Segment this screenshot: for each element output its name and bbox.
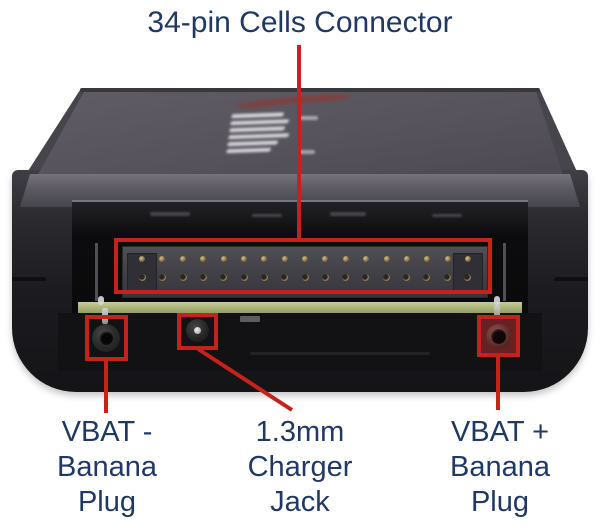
connector-pin <box>199 274 207 281</box>
connector-pin <box>200 256 207 262</box>
connector-pin <box>220 256 227 262</box>
connector-pin <box>220 274 228 281</box>
case-vent-slot <box>250 352 430 355</box>
connector-pin <box>301 274 309 281</box>
connector-pin <box>260 274 268 281</box>
case-seam <box>12 277 46 281</box>
connector-pin <box>281 256 288 262</box>
charger-jack-label: 1.3mm Charger Jack <box>248 415 353 520</box>
connector-pin <box>302 256 308 262</box>
pcb-standoff-pin <box>95 243 98 301</box>
vbat-plus-label-line1: VBAT + <box>450 416 550 448</box>
vbat-plus-highlight-box <box>477 315 520 357</box>
pcb-screw <box>98 296 104 305</box>
connector-pin <box>342 256 349 262</box>
recess-reflection <box>252 214 282 217</box>
charger-highlight-box <box>177 313 218 350</box>
logo-mark <box>227 140 279 147</box>
vbat-minus-label-line1: VBAT - <box>61 416 153 448</box>
brand-logo <box>223 109 302 173</box>
vbat-minus-label: VBAT - Banana Plug <box>57 415 157 520</box>
connector-pin <box>383 256 390 262</box>
recess-reflection <box>432 214 462 217</box>
charger-jack-center-pin <box>194 327 201 334</box>
pcb-standoff-pin <box>503 243 506 301</box>
connector-pin <box>281 274 289 281</box>
pcb-screw <box>494 296 500 305</box>
connector-pin <box>403 274 411 281</box>
vbat-plus-label-line3: Plug <box>470 486 530 518</box>
connector-pin <box>322 256 329 262</box>
connector-pin <box>179 274 187 281</box>
connector-pin <box>464 274 471 281</box>
logo-mark <box>230 119 290 126</box>
vbat-plus-jack-lead <box>494 305 500 319</box>
recess-reflection <box>330 212 366 216</box>
logo-detail-dash <box>299 150 315 154</box>
connector-pin <box>443 274 451 281</box>
connector-pin-row <box>123 256 487 262</box>
connector-pin <box>139 274 146 281</box>
lower-front-panel <box>58 313 542 371</box>
connector-pin <box>139 256 145 262</box>
connector-pin <box>240 256 247 262</box>
connector-highlight-box <box>114 238 492 294</box>
connector-pin-row <box>123 274 487 281</box>
connector-pin <box>342 274 350 281</box>
connector-pin <box>363 256 370 262</box>
charger-label-line2: Charger <box>247 451 353 483</box>
connector-pin <box>261 256 268 262</box>
recess-reflection <box>150 212 190 216</box>
logo-detail-dash <box>300 116 318 120</box>
vbat-plus-label: VBAT + Banana Plug <box>450 415 550 520</box>
pcb-edge <box>78 302 522 315</box>
case-seam <box>554 277 588 281</box>
connector-pin <box>179 256 186 262</box>
connector-pin <box>159 256 166 262</box>
connector-pin <box>382 274 390 281</box>
connector-pin <box>159 274 167 281</box>
cells-connector <box>122 246 488 298</box>
connector-pin <box>423 274 431 281</box>
connector-pin <box>321 274 329 281</box>
charger-label-line3: Jack <box>270 486 330 518</box>
enclosure-top-rim <box>80 88 540 92</box>
cells-connector-label: 34-pin Cells Connector <box>147 6 453 39</box>
connector-pin <box>424 256 431 262</box>
vbat-minus-jack-hole <box>99 331 113 345</box>
enclosure-top-face <box>36 92 564 178</box>
pcb-component <box>240 316 260 322</box>
vbat-minus-label-line3: Plug <box>77 486 137 518</box>
logo-mark <box>226 147 272 154</box>
connector-pin <box>444 256 451 262</box>
logo-mark <box>228 133 290 140</box>
connector-pin <box>362 274 370 281</box>
vbat-plus-jack-hole <box>491 329 506 344</box>
connector-pin <box>403 256 410 262</box>
vbat-minus-label-line2: Banana <box>57 451 157 483</box>
logo-mark <box>231 112 285 119</box>
charger-label-line1: 1.3mm <box>255 416 345 448</box>
vbat-minus-highlight-box <box>85 315 128 361</box>
logo-mark <box>229 126 286 133</box>
vbat-plus-label-line2: Banana <box>450 451 550 483</box>
connector-pin <box>465 256 471 262</box>
connector-pin <box>240 274 248 281</box>
